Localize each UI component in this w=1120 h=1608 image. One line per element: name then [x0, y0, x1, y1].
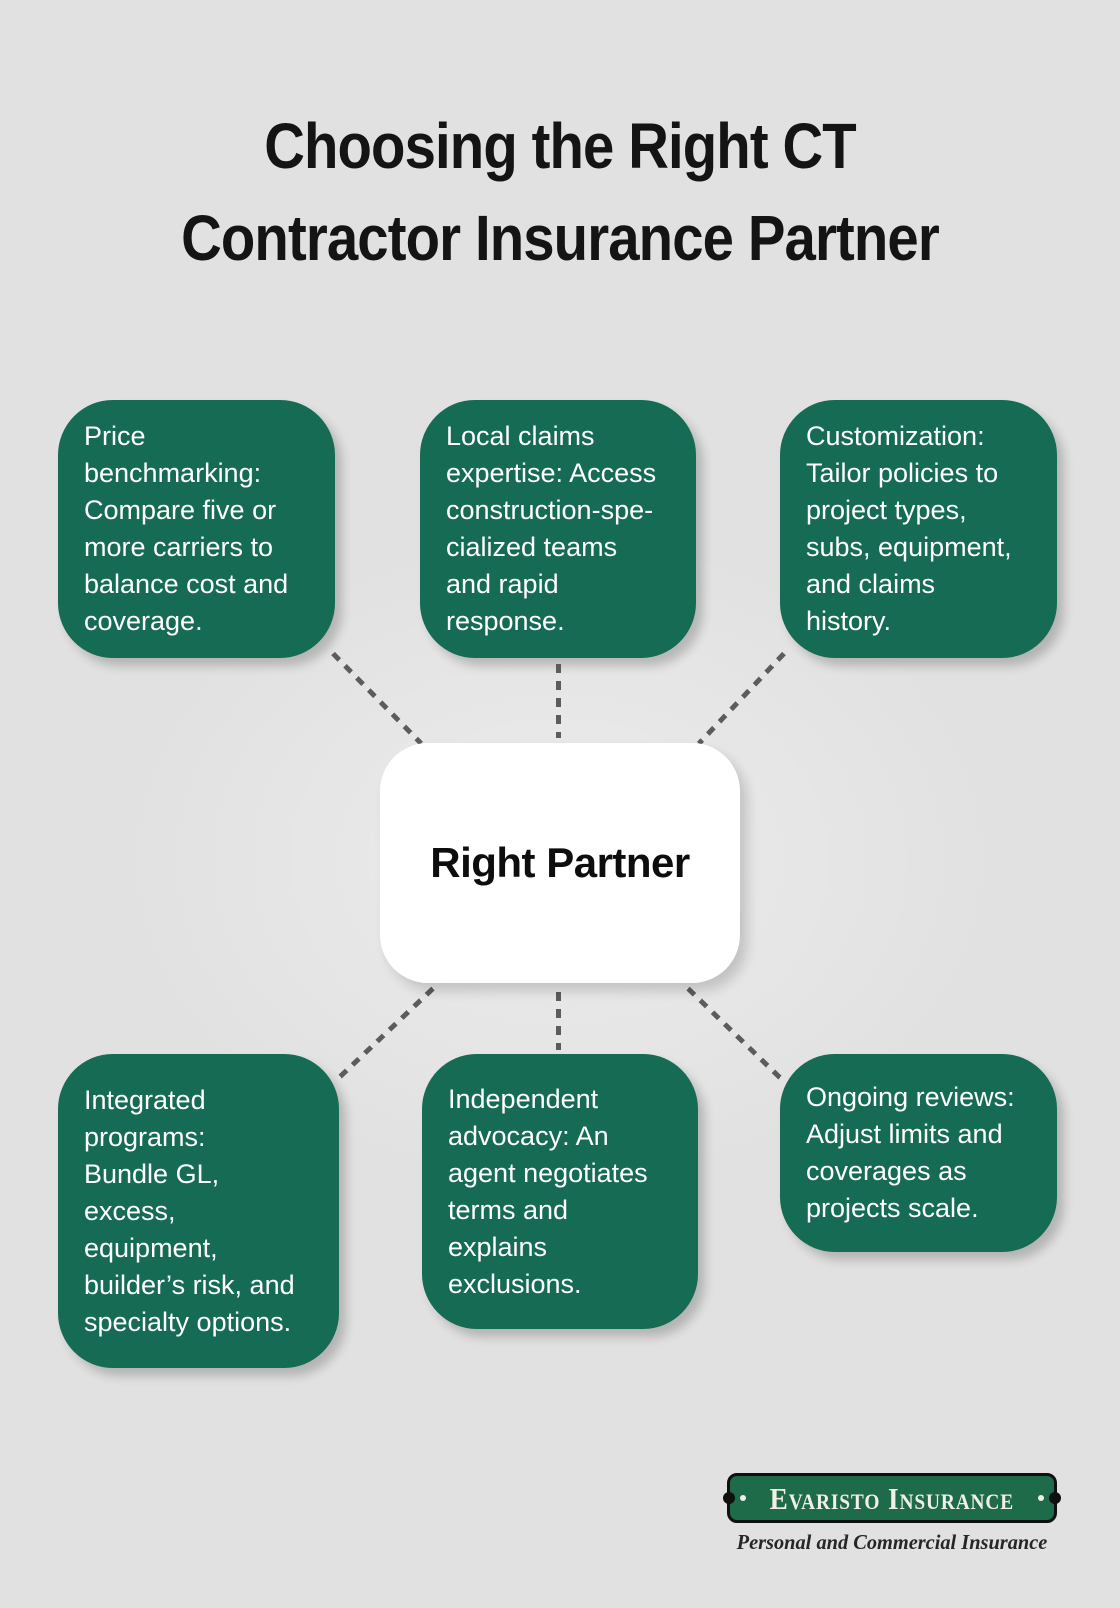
- logo-name: Evaristo Insurance: [769, 1480, 1015, 1516]
- card-independent-advocacy-text: Independent advocacy: An agent negotiate…: [448, 1083, 648, 1299]
- connector-line-bottom-left: [335, 986, 435, 1082]
- card-local-claims-expertise: Local claims expertise: Access construct…: [420, 400, 696, 658]
- page-title: Choosing the Right CT Contractor Insuran…: [67, 100, 1053, 284]
- card-local-claims-expertise-text: Local claims expertise: Access construct…: [446, 421, 657, 636]
- plaque-dot-left-icon: [740, 1495, 746, 1501]
- plaque-bump-left-icon: [723, 1492, 735, 1504]
- page-title-line-1: Choosing the Right CT: [264, 110, 856, 182]
- card-customization-text: Customization: Tailor policies to projec…: [806, 421, 1012, 636]
- card-integrated-programs-text: Integrated programs: Bundle GL, excess, …: [84, 1084, 295, 1337]
- connector-line-top-center: [556, 664, 561, 738]
- plaque-bump-right-icon: [1049, 1492, 1061, 1504]
- connector-line-bottom-right: [686, 986, 784, 1082]
- card-ongoing-reviews: Ongoing reviews: Adjust limits and cover…: [780, 1054, 1057, 1252]
- card-integrated-programs: Integrated programs: Bundle GL, excess, …: [58, 1054, 339, 1368]
- connector-line-top-right: [696, 651, 786, 746]
- card-independent-advocacy: Independent advocacy: An agent negotiate…: [422, 1054, 698, 1329]
- plaque-dot-right-icon: [1038, 1495, 1044, 1501]
- card-ongoing-reviews-text: Ongoing reviews: Adjust limits and cover…: [806, 1082, 1015, 1223]
- connector-line-bottom-center: [556, 992, 561, 1050]
- page-title-line-2: Contractor Insurance Partner: [181, 202, 940, 274]
- card-customization: Customization: Tailor policies to projec…: [780, 400, 1057, 658]
- central-node: Right Partner: [380, 743, 740, 983]
- card-price-benchmarking-text: Price benchmarking: Compare five or more…: [84, 421, 289, 636]
- central-node-label: Right Partner: [430, 839, 690, 886]
- logo-tagline: Personal and Commercial Insurance: [736, 1530, 1048, 1554]
- connector-line-top-left: [331, 651, 423, 746]
- logo-plaque: Evaristo Insurance: [723, 1473, 1061, 1523]
- company-logo: Evaristo Insurance Personal and Commerci…: [723, 1473, 1061, 1555]
- card-price-benchmarking: Price benchmarking: Compare five or more…: [58, 400, 335, 658]
